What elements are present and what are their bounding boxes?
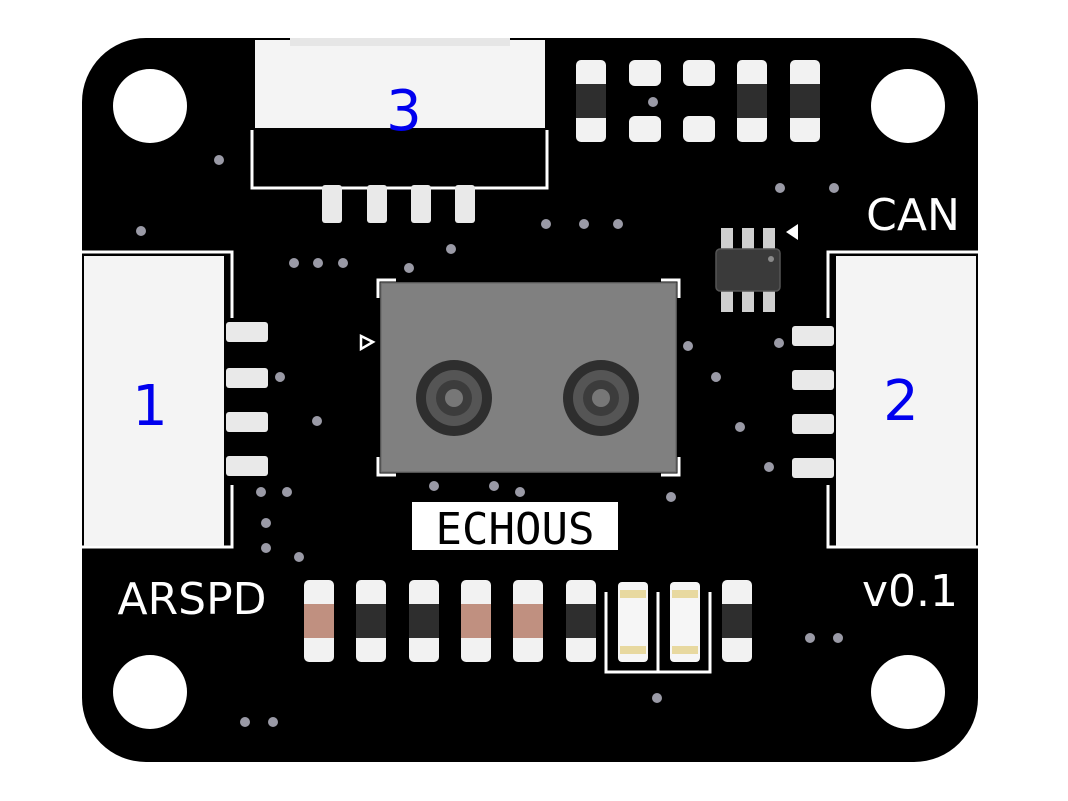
mounting-hole-bottom-left bbox=[113, 655, 187, 729]
top-passives bbox=[576, 60, 820, 142]
pressure-sensor bbox=[359, 278, 681, 477]
version-label: v0.1 bbox=[862, 566, 958, 617]
connector-3-label: 3 bbox=[386, 79, 422, 144]
can-transceiver-ic bbox=[715, 224, 798, 312]
brand-label: ECHOUS bbox=[436, 504, 595, 555]
connector-2: 2 bbox=[792, 250, 978, 549]
vias bbox=[136, 97, 843, 727]
brand-label-background bbox=[412, 502, 618, 550]
connector-3: 3 bbox=[250, 38, 549, 223]
connector-2-label: 2 bbox=[883, 369, 919, 434]
connector-1: 1 bbox=[82, 250, 268, 549]
can-label: CAN bbox=[866, 190, 960, 241]
arspd-label: ARSPD bbox=[117, 574, 266, 625]
status-leds bbox=[604, 582, 712, 674]
bottom-passives bbox=[304, 580, 752, 662]
mounting-hole-top-left bbox=[113, 69, 187, 143]
connector-1-label: 1 bbox=[132, 374, 168, 439]
mounting-hole-top-right bbox=[871, 69, 945, 143]
mounting-hole-bottom-right bbox=[871, 655, 945, 729]
